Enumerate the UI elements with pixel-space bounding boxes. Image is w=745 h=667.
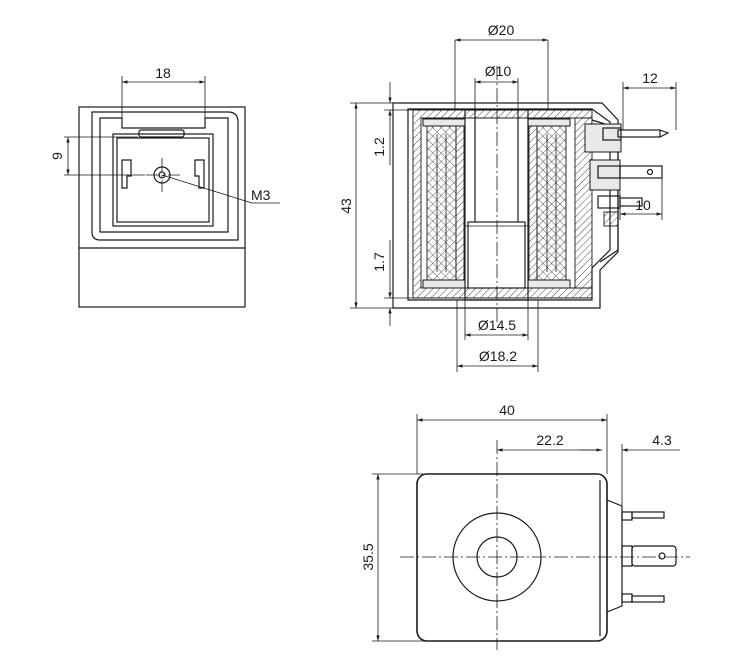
terminal-protrusion-dim: 4.3	[652, 432, 672, 448]
section-outline	[392, 102, 619, 309]
housing-wall	[412, 109, 593, 299]
thread-label: M3	[251, 187, 271, 203]
width-dim: 18	[155, 65, 171, 81]
bore-dia-dim: Ø10	[485, 63, 512, 79]
height-dim: 9	[49, 152, 65, 160]
bottom-view: 40 22.2 4.3 35.5	[360, 402, 690, 650]
connector-socket	[112, 133, 214, 227]
height-total-dim: 43	[338, 198, 354, 214]
front-view-body	[78, 106, 246, 308]
bottom-offset-dim: 1.7	[371, 252, 387, 272]
top-offset-dim: 1.2	[371, 137, 387, 157]
terminal-length-dim: 12	[642, 70, 658, 86]
lower-outer-dia-dim: Ø18.2	[479, 348, 517, 364]
front-view: M3 18 9	[49, 65, 280, 308]
outer-dia-dim: Ø20	[488, 22, 515, 38]
section-view: Ø20 Ø10 43 1.2 1.7 Ø14.5 Ø18.2	[338, 22, 677, 372]
terminal-spacing-dim: 10	[635, 197, 651, 213]
central-bore	[464, 109, 529, 301]
terminal-block	[584, 123, 670, 227]
lower-inner-dia-dim: Ø14.5	[478, 317, 516, 333]
bottom-view-body	[416, 473, 608, 642]
body-height-dim: 35.5	[360, 543, 376, 570]
terminal-pin	[619, 165, 663, 179]
coil-winding-right	[536, 125, 567, 281]
thread-leader	[161, 174, 253, 204]
bottom-terminals	[621, 511, 677, 603]
coil-winding-left	[426, 125, 457, 281]
center-to-edge-dim: 22.2	[536, 432, 563, 448]
body-width-dim: 40	[499, 402, 515, 418]
